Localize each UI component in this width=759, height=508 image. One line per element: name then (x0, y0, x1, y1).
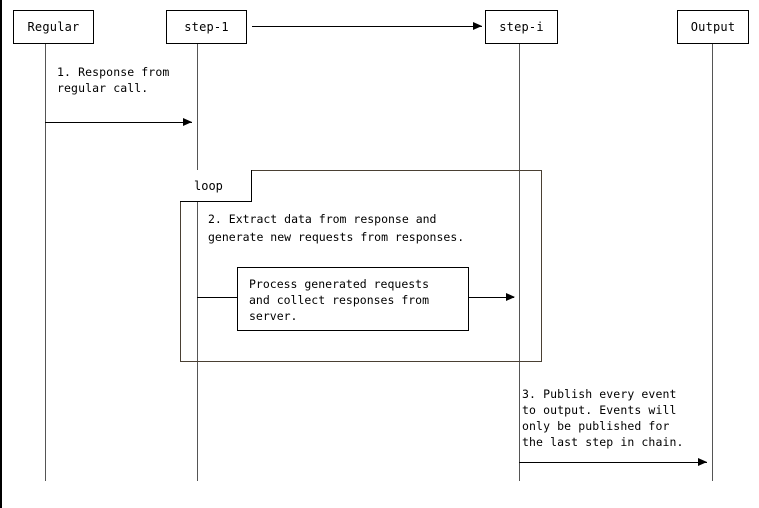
participant-label-output: Output (690, 20, 736, 34)
inner-message-arrow-head (506, 293, 515, 301)
message-label-response-from-regular: 1. Response from regular call. (57, 65, 170, 95)
lifeline-step-i (519, 44, 520, 481)
lifeline-output (712, 44, 713, 481)
message-arrow-chain-line (252, 26, 482, 27)
loop-fragment-operator-label: loop (194, 178, 223, 193)
inner-message-left-line (197, 297, 237, 298)
participant-box-regular[interactable]: Regular (13, 10, 94, 44)
message-arrow-response-head (183, 118, 192, 126)
process-requests-note[interactable]: Process generated requests and collect r… (237, 267, 469, 331)
participant-box-output[interactable]: Output (677, 10, 749, 44)
participant-label-step-i: step-i (499, 20, 544, 34)
message-label-publish-to-output: 3. Publish every event to output. Events… (522, 387, 684, 449)
message-arrow-chain-head (473, 22, 482, 30)
inner-message-right-line (469, 297, 514, 298)
lifeline-step-1 (197, 44, 198, 481)
participant-box-step-i[interactable]: step-i (485, 10, 558, 44)
participant-box-step-1[interactable]: step-1 (166, 10, 247, 44)
loop-fragment-body-text: 2. Extract data from response and genera… (208, 212, 465, 244)
participant-label-step-1: step-1 (184, 20, 229, 34)
message-arrow-publish-line (519, 462, 707, 463)
lifeline-regular (45, 44, 46, 481)
message-arrow-publish-head (698, 458, 707, 466)
message-arrow-response-line (45, 122, 192, 123)
participant-label-regular: Regular (27, 20, 80, 34)
loop-fragment-operator-box: loop (180, 170, 252, 202)
loop-fragment[interactable] (180, 170, 542, 362)
